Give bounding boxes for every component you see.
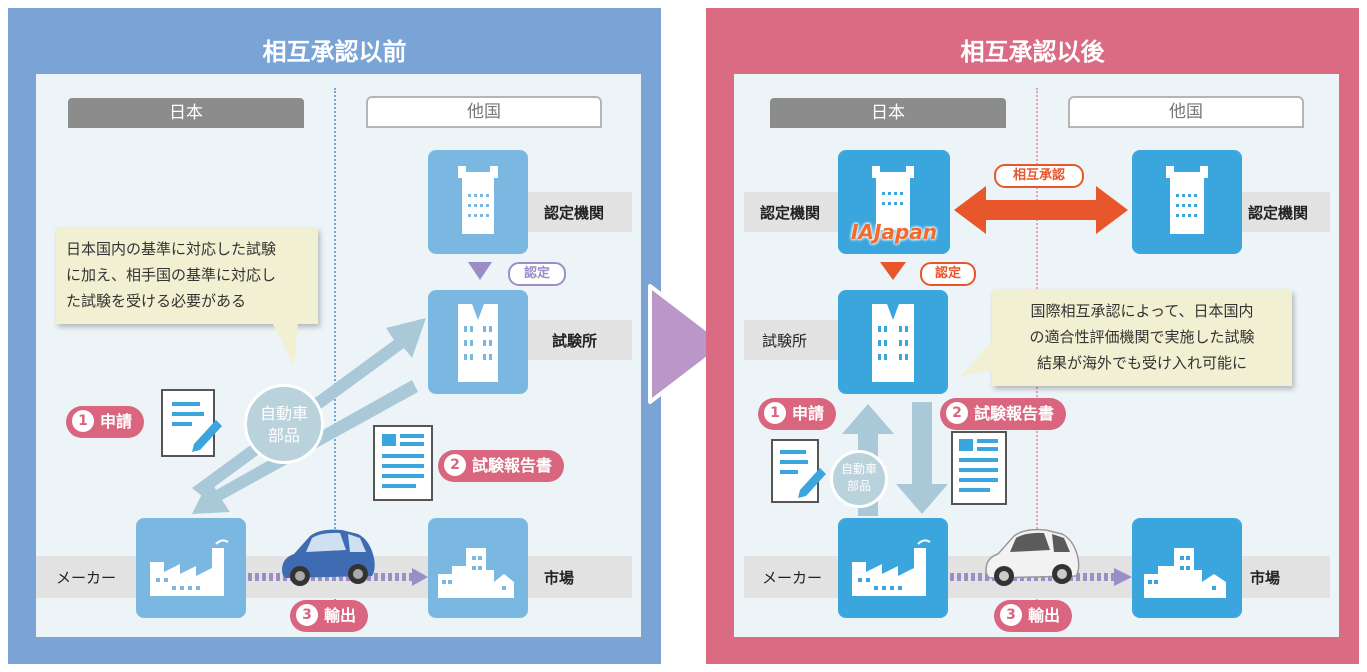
after-factory-tile bbox=[838, 518, 948, 618]
before-accredit-arrow-icon bbox=[468, 262, 492, 280]
transition-arrow-icon bbox=[648, 284, 728, 404]
after-report-doc-icon bbox=[951, 431, 1007, 505]
after-note-line-1: 国際相互承認によって、日本国内 bbox=[1030, 302, 1254, 320]
after-lab-tile bbox=[838, 290, 948, 394]
before-export-arrow bbox=[248, 568, 428, 586]
after-step3-label: 輸出 bbox=[1028, 606, 1061, 625]
lab-building-icon bbox=[458, 304, 498, 382]
after-step2-num: 2 bbox=[946, 401, 968, 424]
after-lab-label: 試験所 bbox=[762, 332, 808, 350]
before-step2-num: 2 bbox=[444, 453, 466, 476]
before-tab-japan: 日本 bbox=[68, 98, 304, 128]
before-note-line-1: 日本国内の基準に対応した試験 bbox=[66, 240, 277, 258]
after-export-arrow bbox=[950, 568, 1132, 586]
before-certbody-tile bbox=[428, 150, 528, 254]
before-title: 相互承認以前 bbox=[262, 38, 407, 66]
before-parts-line-1: 自動車 bbox=[259, 404, 308, 423]
before-car-icon bbox=[282, 529, 375, 586]
after-note-line-3: 結果が海外でも受け入れ可能に bbox=[1036, 354, 1247, 372]
before-parts-circle: 自動車 部品 bbox=[244, 384, 324, 464]
mutual-recognition-tag: 相互承認 bbox=[994, 164, 1084, 188]
after-step2-label: 試験報告書 bbox=[974, 404, 1055, 423]
before-market-label: 市場 bbox=[544, 569, 575, 587]
iajapan-logo: IAJapan bbox=[851, 220, 937, 244]
after-step3-num: 3 bbox=[1000, 603, 1022, 626]
city-icon bbox=[1144, 548, 1226, 598]
before-step2-pill: 2 試験報告書 bbox=[438, 450, 565, 482]
after-note-tail bbox=[960, 340, 994, 376]
building-icon bbox=[1166, 166, 1208, 234]
before-maker-label: メーカー bbox=[56, 569, 117, 587]
before-step3-num: 3 bbox=[296, 603, 318, 626]
before-note-tail bbox=[272, 322, 298, 366]
factory-icon bbox=[150, 539, 229, 596]
mutual-recognition-arrow-icon bbox=[954, 186, 1128, 234]
after-certbody-jp-tile bbox=[838, 150, 950, 254]
before-note-line-3: た試験を受ける必要がある bbox=[66, 292, 247, 310]
before-note-line-2: に加え、相手国の基準に対応し bbox=[66, 266, 277, 284]
before-factory-tile bbox=[136, 518, 246, 618]
after-step1-num: 1 bbox=[764, 401, 786, 424]
after-market-label: 市場 bbox=[1250, 569, 1281, 587]
after-parts-line-2: 部品 bbox=[846, 479, 871, 493]
before-accredit-tag: 認定 bbox=[508, 262, 566, 286]
after-step2-pill: 2 試験報告書 bbox=[940, 398, 1067, 430]
before-parts-line-2: 部品 bbox=[267, 426, 300, 445]
after-certbody-other-tile bbox=[1132, 150, 1242, 254]
after-step1-label: 申請 bbox=[792, 404, 825, 423]
lab-building-icon bbox=[872, 304, 914, 382]
after-market-tile bbox=[1132, 518, 1242, 618]
after-step3-pill: 3 輸出 bbox=[994, 600, 1073, 632]
before-application-doc-icon bbox=[161, 389, 222, 457]
before-lab-label: 試験所 bbox=[552, 332, 598, 350]
factory-icon bbox=[852, 539, 931, 596]
after-note: 国際相互承認によって、日本国内 の適合性評価機関で実施した試験 結果が海外でも受… bbox=[992, 290, 1292, 386]
before-report-doc-icon bbox=[373, 425, 433, 501]
after-tab-other: 他国 bbox=[1068, 96, 1304, 128]
before-note: 日本国内の基準に対応した試験 に加え、相手国の基準に対応し た試験を受ける必要が… bbox=[56, 228, 318, 324]
before-step1-label: 申請 bbox=[100, 412, 133, 431]
before-step3-label: 輸出 bbox=[324, 606, 357, 625]
before-step1-pill: 1 申請 bbox=[66, 406, 145, 438]
after-accredit-tag: 認定 bbox=[920, 262, 976, 286]
after-parts-circle: 自動車 部品 bbox=[830, 450, 888, 508]
after-parts-line-1: 自動車 bbox=[840, 462, 877, 476]
after-application-doc-icon bbox=[771, 439, 826, 503]
after-maker-label: メーカー bbox=[762, 569, 823, 587]
before-step2-label: 試験報告書 bbox=[472, 456, 553, 475]
before-lab-tile bbox=[428, 290, 528, 394]
before-step3-pill: 3 輸出 bbox=[290, 600, 369, 632]
after-title: 相互承認以後 bbox=[960, 38, 1105, 66]
after-accredit-arrow-icon bbox=[880, 262, 906, 280]
before-tab-other: 他国 bbox=[366, 96, 602, 128]
before-step1-num: 1 bbox=[72, 409, 94, 432]
after-tab-japan: 日本 bbox=[770, 98, 1006, 128]
building-icon bbox=[458, 166, 498, 234]
before-divider bbox=[334, 88, 336, 628]
after-certbody-label-left: 認定機関 bbox=[760, 204, 821, 222]
building-icon bbox=[872, 166, 914, 230]
city-icon bbox=[438, 548, 514, 598]
after-note-line-2: の適合性評価機関で実施した試験 bbox=[1029, 328, 1255, 346]
after-step1-pill: 1 申請 bbox=[758, 398, 837, 430]
after-car-icon bbox=[985, 528, 1080, 586]
after-certbody-label-right: 認定機関 bbox=[1248, 204, 1309, 222]
before-certbody-label: 認定機関 bbox=[544, 204, 605, 222]
before-market-tile bbox=[428, 518, 528, 618]
